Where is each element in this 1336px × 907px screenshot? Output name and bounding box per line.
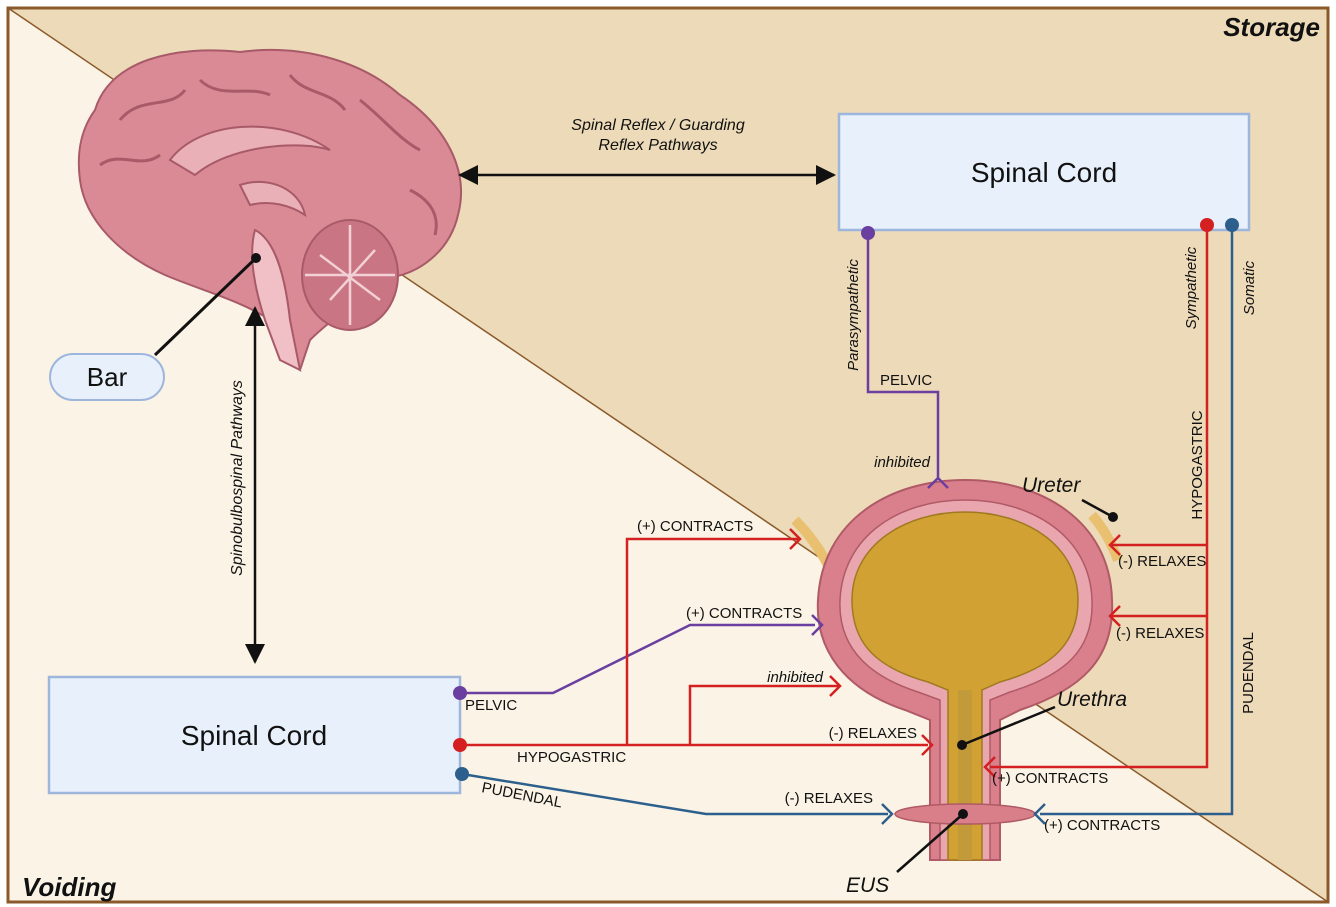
spinal-reflex-label-line2: Reflex Pathways bbox=[598, 137, 717, 154]
storage-hypogastric-label: HYPOGASTRIC bbox=[1189, 410, 1206, 519]
urethra-relaxes-label: (-) RELAXES bbox=[829, 725, 917, 742]
storage-pudendal-label: PUDENDAL bbox=[1240, 632, 1257, 714]
urethra-pointer-dot bbox=[957, 740, 967, 750]
top-contracts-label: (+) CONTRACTS bbox=[637, 518, 753, 535]
voiding-hypogastric-label: HYPOGASTRIC bbox=[517, 749, 626, 766]
relaxes-label-1: (-) RELAXES bbox=[1118, 553, 1206, 570]
bar-label: Bar bbox=[87, 362, 128, 392]
spinal-cord-label-storage: Spinal Cord bbox=[971, 157, 1117, 188]
eus-label: EUS bbox=[846, 874, 889, 897]
eus-contracts-label: (+) CONTRACTS bbox=[1044, 817, 1160, 834]
somatic-label: Somatic bbox=[1241, 260, 1258, 315]
parasympathetic-label: Parasympathetic bbox=[845, 259, 862, 371]
eus-relaxes-label: (-) RELAXES bbox=[785, 790, 873, 807]
urethra-label: Urethra bbox=[1057, 688, 1127, 711]
urethra-contracts-label: (+) CONTRACTS bbox=[992, 770, 1108, 787]
voiding-heading: Voiding bbox=[22, 872, 116, 902]
storage-heading: Storage bbox=[1223, 12, 1320, 42]
spinal-reflex-label-line1: Spinal Reflex / Guarding bbox=[571, 117, 745, 134]
relaxes-label-2: (-) RELAXES bbox=[1116, 625, 1204, 642]
bar-pointer-dot bbox=[251, 253, 261, 263]
spinobulbospinal-label: Spinobulbospinal Pathways bbox=[229, 380, 246, 576]
ureter-pointer-dot bbox=[1108, 512, 1118, 522]
eus-pointer-dot bbox=[958, 809, 968, 819]
storage-inhibited-label: inhibited bbox=[874, 454, 931, 471]
ureter-label: Ureter bbox=[1022, 474, 1081, 497]
sympathetic-label: Sympathetic bbox=[1183, 246, 1200, 329]
voiding-inhibited-label: inhibited bbox=[767, 669, 824, 686]
storage-pelvic-label: PELVIC bbox=[880, 372, 932, 389]
detrusor-contracts-label: (+) CONTRACTS bbox=[686, 605, 802, 622]
voiding-pelvic-label: PELVIC bbox=[465, 697, 517, 714]
spinal-cord-label-voiding: Spinal Cord bbox=[181, 720, 327, 751]
